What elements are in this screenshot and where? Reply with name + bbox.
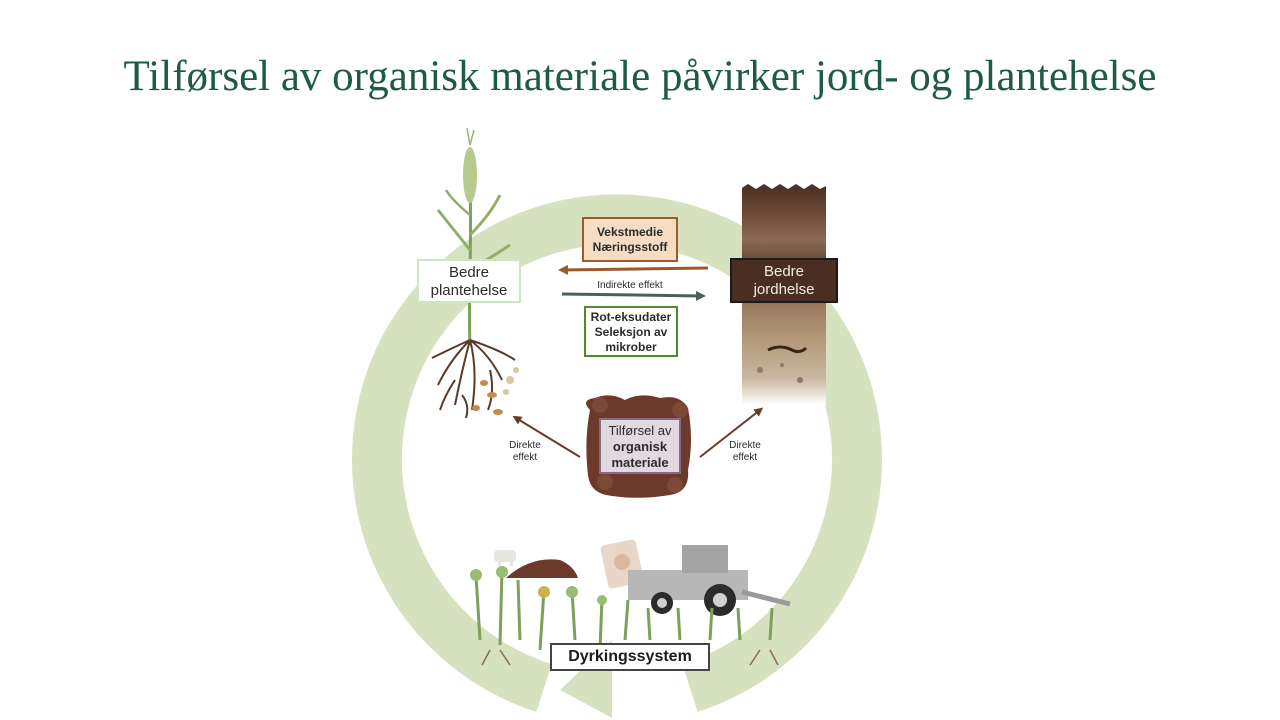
cropping-system-box: Dyrkingssystem [550,643,710,671]
direct-effect-right-line1: Direkte [729,440,761,451]
slide-title: Tilførsel av organisk materiale påvirker… [123,53,1157,100]
direct-effect-left-line2: effekt [512,452,538,463]
growth-medium-line1: Vekstmedie [596,225,664,239]
direct-effect-left-label: Direkte effekt [500,440,550,464]
organic-matter-line3: materiale [611,455,669,470]
soil-health-line1: Bedre [763,263,805,280]
plant-health-line2: plantehelse [430,282,508,299]
indirect-effect-label: Indirekte effekt [597,280,663,291]
crop-row-icon [470,566,779,666]
organic-matter-box: Tilførsel av organisk materiale [599,418,681,474]
direct-effect-right-label: Direkte effekt [718,440,772,464]
root-system-icon [431,339,519,419]
root-exudates-line3: mikrober [605,340,657,354]
plant-health-box: Bedre plantehelse [417,259,521,303]
root-exudates-line1: Rot-eksudater [590,310,672,324]
soil-health-box: Bedre jordhelse [730,258,838,303]
soil-health-line2: jordhelse [753,281,815,298]
compost-pile-icon [506,559,578,578]
tractor-icon [628,545,791,616]
direct-effect-right-line2: effekt [732,452,758,463]
root-exudates-line2: Seleksjon av [594,325,668,339]
arrow-plant-to-soil [561,290,706,301]
arrow-soil-to-plant [558,264,709,275]
direct-effect-left-line1: Direkte [509,440,541,451]
arrow-direct-left [512,415,581,458]
arrow-direct-right [699,407,764,458]
growth-medium-line2: Næringsstoff [592,240,668,254]
root-exudates-box: Rot-eksudater Seleksjon av mikrober [584,306,678,357]
organic-matter-line1: Tilførsel av [608,423,672,438]
organic-matter-line2: organisk [612,439,668,454]
growth-medium-box: Vekstmedie Næringsstoff [582,217,678,262]
cow-icon [494,550,516,566]
plant-health-line1: Bedre [448,264,490,281]
